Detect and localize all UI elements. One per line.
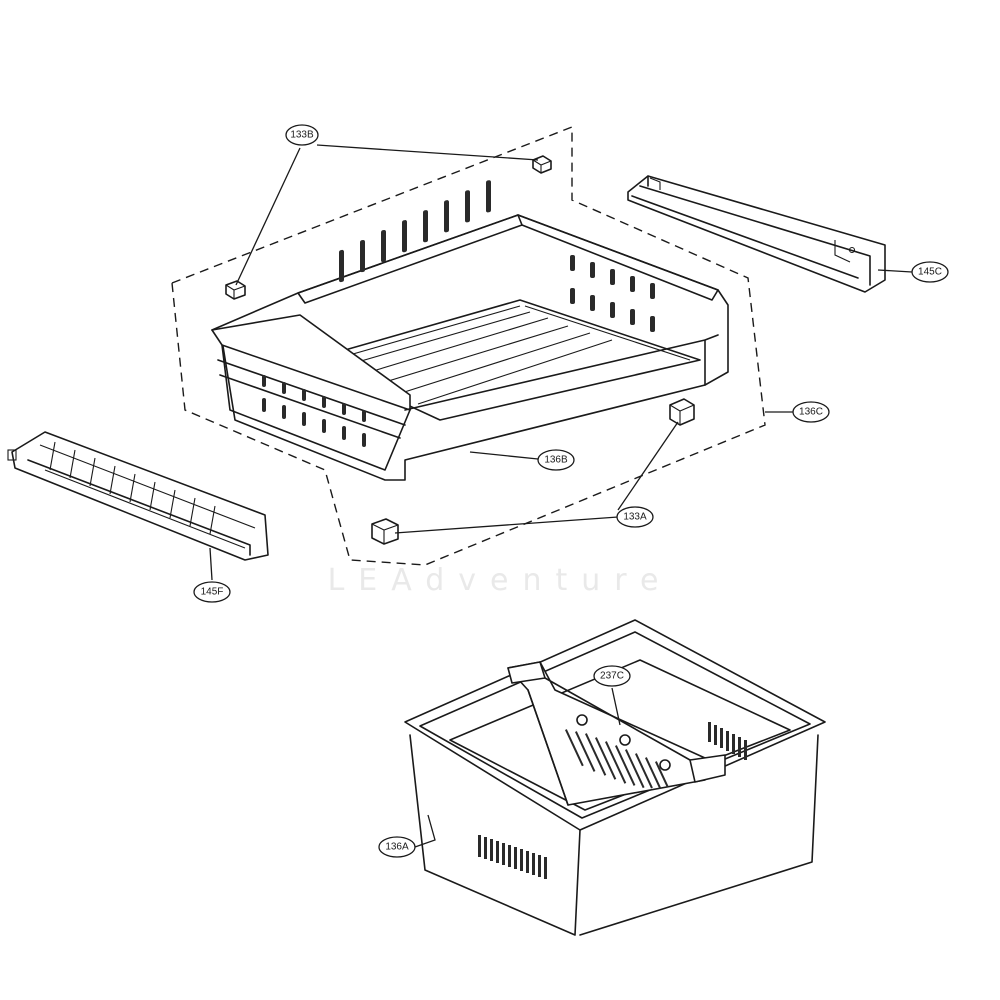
callout-136C: 136C xyxy=(792,401,830,423)
leader-237C xyxy=(611,687,621,726)
callout-145F: 145F xyxy=(193,581,231,603)
leader-145C xyxy=(877,269,913,273)
callout-133B-label: 133B xyxy=(290,130,314,141)
callout-145F-label: 145F xyxy=(201,587,224,598)
assembly-boundary xyxy=(171,125,766,566)
callout-136B: 136B xyxy=(537,449,575,471)
part-133B-cap-upper xyxy=(532,155,552,174)
part-133A-cap-right xyxy=(669,398,695,426)
callout-136A: 136A xyxy=(378,836,416,858)
callout-145C: 145C xyxy=(911,261,949,283)
callout-133A-label: 133A xyxy=(623,512,647,523)
callout-133A: 133A xyxy=(616,506,654,528)
part-145C-rail xyxy=(627,175,886,293)
part-145F-rail xyxy=(7,431,269,561)
callout-136A-label: 136A xyxy=(385,842,409,853)
callout-145C-label: 145C xyxy=(918,267,942,278)
callout-136C-label: 136C xyxy=(799,407,823,418)
part-237C-divider xyxy=(507,661,726,806)
part-133B-cap-lower xyxy=(225,280,246,300)
leader-145F xyxy=(209,547,213,581)
part-133A-cap-left xyxy=(371,518,399,545)
part-136B-upper-drawer xyxy=(211,180,729,481)
watermark-text: LEAdventure xyxy=(328,563,673,598)
callout-237C-label: 237C xyxy=(600,671,624,682)
leader-136A xyxy=(414,814,436,848)
callout-237C: 237C xyxy=(593,665,631,687)
callout-136B-label: 136B xyxy=(544,455,568,466)
leader-133A-a xyxy=(617,421,679,511)
callout-133B: 133B xyxy=(285,124,319,146)
leader-133B-a xyxy=(316,144,539,161)
leader-133B-b xyxy=(235,147,301,286)
leader-136B xyxy=(469,451,539,460)
leader-133A-b xyxy=(394,516,619,534)
